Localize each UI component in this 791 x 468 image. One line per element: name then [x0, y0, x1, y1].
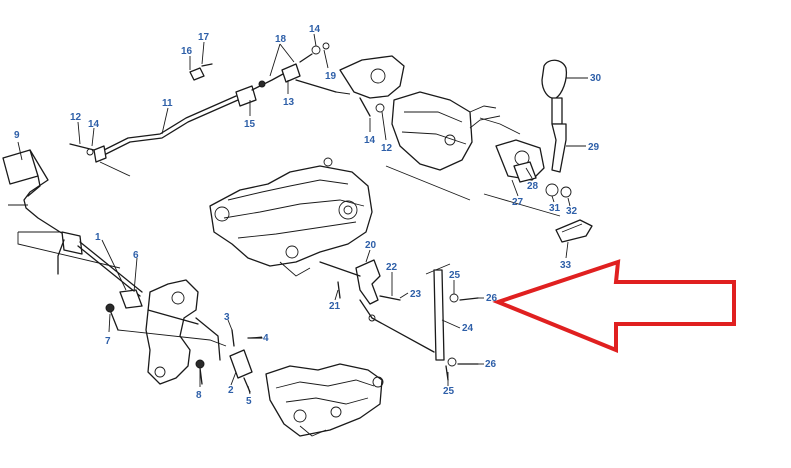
- callout-4: 4: [263, 333, 269, 344]
- callout-15: 15: [244, 119, 256, 130]
- callout-13: 13: [283, 97, 295, 108]
- callout-labels: 1 2 3 4 5 6 7 8 9 11 12 14 16 17 18 14 1…: [14, 24, 602, 407]
- lower-lever-assembly: [319, 259, 451, 353]
- callout-14-left: 14: [88, 119, 100, 130]
- pin-group: [229, 329, 263, 393]
- callout-21: 21: [329, 301, 341, 312]
- link-rod-assembly: [433, 269, 479, 381]
- callout-7: 7: [105, 336, 111, 347]
- attention-arrow: [492, 259, 736, 353]
- shift-lever-assembly: [469, 59, 593, 243]
- callout-33: 33: [560, 260, 572, 271]
- callout-20: 20: [365, 240, 377, 251]
- callout-26-upper: 26: [486, 293, 498, 304]
- callout-3: 3: [224, 312, 230, 323]
- hand-lever-assembly: [2, 149, 143, 297]
- leader-lines: [17, 33, 588, 395]
- callout-32: 32: [566, 206, 578, 217]
- callout-25-lower: 25: [443, 386, 455, 397]
- callout-14-mid: 14: [364, 135, 376, 146]
- callout-30: 30: [590, 73, 602, 84]
- callout-9: 9: [14, 130, 20, 141]
- callout-2: 2: [228, 385, 234, 396]
- callout-12-left: 12: [70, 112, 82, 123]
- callout-12-mid: 12: [381, 143, 393, 154]
- callout-24: 24: [462, 323, 474, 334]
- callout-16: 16: [181, 46, 193, 57]
- callout-31: 31: [549, 203, 561, 214]
- callout-11: 11: [162, 98, 173, 109]
- cable-assembly: [69, 42, 330, 177]
- control-valve-top: [209, 157, 373, 277]
- callout-1: 1: [95, 232, 101, 243]
- callout-8: 8: [196, 390, 202, 401]
- red-arrow-shape: [492, 259, 736, 353]
- lever-bracket-assembly: [105, 279, 227, 385]
- callout-19: 19: [325, 71, 337, 82]
- right-bracket-assembly: [385, 91, 521, 201]
- callout-28: 28: [527, 181, 539, 192]
- callout-27: 27: [512, 197, 524, 208]
- upper-bracket: [295, 55, 405, 117]
- callout-6: 6: [133, 250, 139, 261]
- callout-5: 5: [246, 396, 252, 407]
- callout-25-upper: 25: [449, 270, 461, 281]
- callout-18: 18: [275, 34, 287, 45]
- callout-17: 17: [198, 32, 210, 43]
- callout-22: 22: [386, 262, 398, 273]
- callout-23: 23: [410, 289, 422, 300]
- callout-29: 29: [588, 142, 600, 153]
- control-valve-bottom: [265, 363, 384, 437]
- callout-14-top: 14: [309, 24, 321, 35]
- callout-26-lower: 26: [485, 359, 497, 370]
